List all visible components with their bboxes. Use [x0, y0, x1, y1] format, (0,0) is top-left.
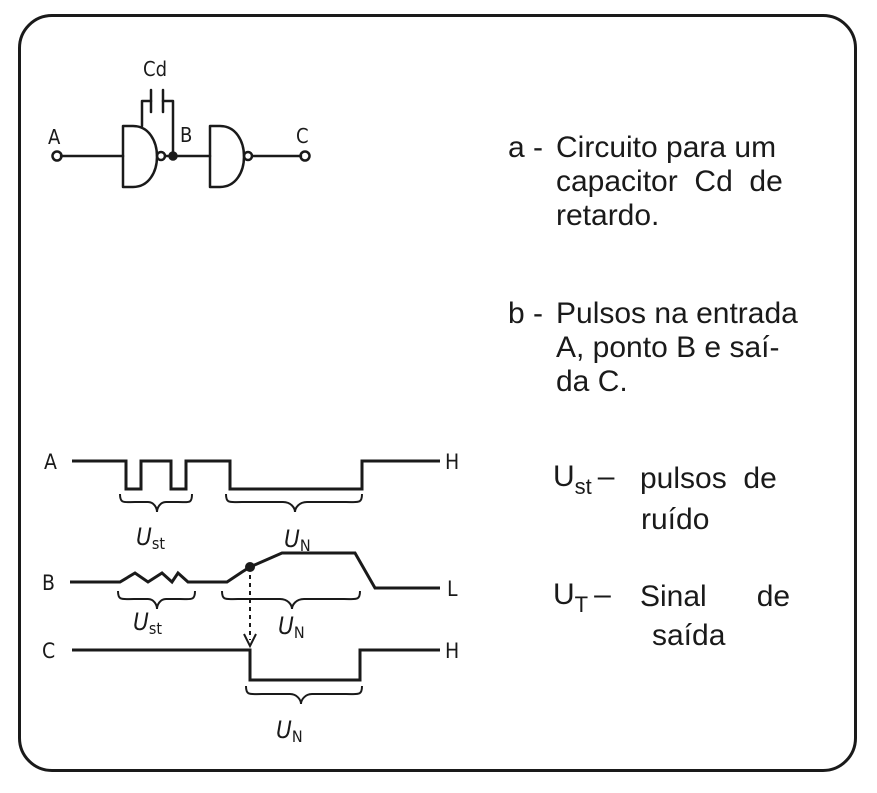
legend-ut-symbol: UT– — [553, 578, 611, 617]
label-node-a: A — [48, 125, 61, 149]
row-label-c: C — [42, 639, 55, 663]
brace-un-c — [245, 685, 363, 705]
caption-a-marker: a - — [508, 131, 544, 164]
brace-label-un-a: UN — [284, 525, 311, 555]
gate-1 — [121, 124, 159, 189]
caption-b: b - Pulsos na entrada A, ponto B e saí- … — [508, 297, 828, 407]
brace-ust-b — [117, 590, 196, 610]
capacitor-wires — [140, 99, 175, 158]
brace-ust-a — [119, 493, 193, 513]
row-level-a: H — [445, 450, 459, 474]
legend-ust-desc-1: pulsos de — [640, 462, 777, 495]
threshold-point — [245, 562, 255, 572]
row-label-a: A — [44, 450, 57, 474]
waveform-b — [70, 551, 440, 590]
brace-label-ust-a: Ust — [136, 523, 165, 553]
terminal-c — [299, 150, 311, 162]
brace-label-un-b: UN — [278, 612, 305, 642]
brace-un-a — [225, 493, 363, 513]
caption-a-line-2: capacitor Cd de — [556, 165, 783, 198]
caption-a: a - Circuito para um capacitor Cd de ret… — [508, 131, 828, 241]
waveform-c — [72, 648, 440, 682]
legend-ust-symbol: Ust– — [553, 460, 615, 499]
row-label-b: B — [42, 571, 55, 595]
legend-ut-desc-2: saída — [652, 619, 726, 652]
rounded-frame — [18, 14, 857, 772]
caption-b-line-3: da C. — [556, 365, 628, 398]
brace-label-un-c: UN — [276, 716, 303, 746]
row-level-c: H — [445, 639, 459, 663]
caption-b-marker: b - — [508, 297, 544, 330]
label-node-c: C — [296, 124, 309, 148]
caption-a-line-3: retardo. — [556, 199, 660, 232]
arrow-down-icon — [243, 633, 257, 649]
brace-label-ust-b: Ust — [133, 608, 162, 638]
caption-b-line-1: Pulsos na entrada — [556, 297, 798, 330]
waveform-a — [72, 459, 440, 491]
gate-2 — [208, 124, 246, 189]
legend-ust-desc-2: ruído — [641, 503, 710, 536]
brace-un-b — [221, 590, 361, 610]
label-capacitor: Cd — [143, 57, 167, 81]
caption-b-line-2: A, ponto B e saí- — [556, 331, 780, 364]
legend-ut-desc-1: Sinal de — [640, 580, 791, 613]
row-level-b: L — [447, 577, 458, 601]
label-node-b: B — [180, 123, 192, 147]
caption-a-line-1: Circuito para um — [556, 131, 777, 164]
